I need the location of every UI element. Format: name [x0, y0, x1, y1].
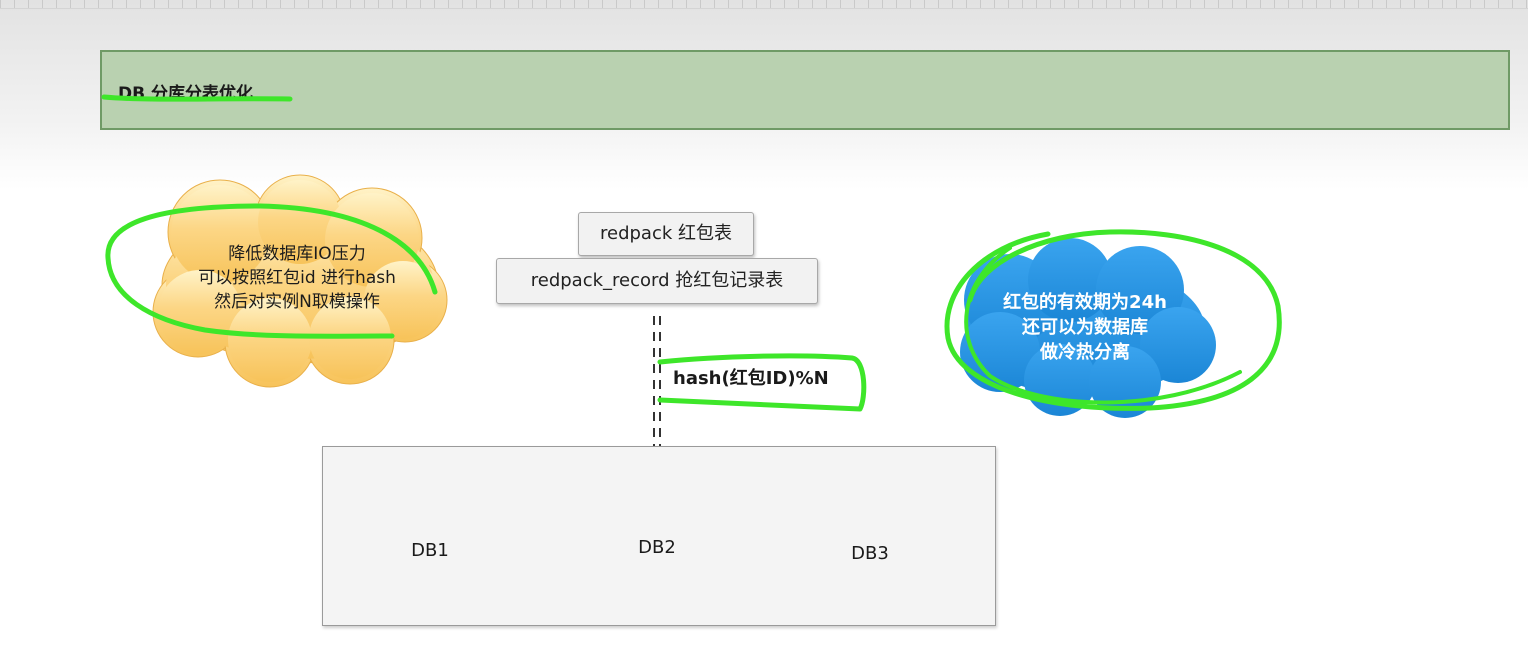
- db-cluster-container: DB1 DB2 DB3: [322, 446, 996, 626]
- cloud-note-blue: [960, 238, 1216, 418]
- blue-note-line: 还可以为数据库: [1022, 317, 1148, 338]
- yellow-note-text: 降低数据库IO压力 可以按照红包id 进行hash 然后对实例N取模操作: [160, 242, 434, 314]
- title-underline-annotation: [101, 94, 293, 102]
- cloud-note-yellow: [152, 174, 448, 388]
- redpack-record-table-box: redpack_record 抢红包记录表: [496, 258, 818, 304]
- yellow-cloud-annotation: [105, 203, 438, 339]
- blue-cloud-annotation: [944, 229, 1282, 411]
- header-band: DB 分库分表优化: [100, 50, 1510, 130]
- blue-note-text: 红包的有效期为24h 还可以为数据库 做冷热分离: [972, 290, 1198, 365]
- hash-highlight-annotation: [657, 353, 867, 412]
- hash-rule-label: hash(红包ID)%N: [673, 368, 829, 389]
- blue-note-line: 红包的有效期为24h: [1003, 292, 1167, 313]
- hash-connector: [653, 316, 661, 446]
- yellow-note-line: 降低数据库IO压力: [228, 244, 366, 264]
- top-ruler: [0, 0, 1528, 9]
- blue-cloud-annotation-inner: [964, 246, 1242, 405]
- redpack-table-box: redpack 红包表: [578, 212, 754, 256]
- db2-label: DB2: [638, 537, 676, 558]
- yellow-note-line: 然后对实例N取模操作: [214, 292, 380, 312]
- blue-note-line: 做冷热分离: [1040, 342, 1130, 363]
- yellow-note-line: 可以按照红包id 进行hash: [198, 268, 396, 288]
- db1-label: DB1: [411, 540, 449, 561]
- db3-label: DB3: [851, 543, 889, 564]
